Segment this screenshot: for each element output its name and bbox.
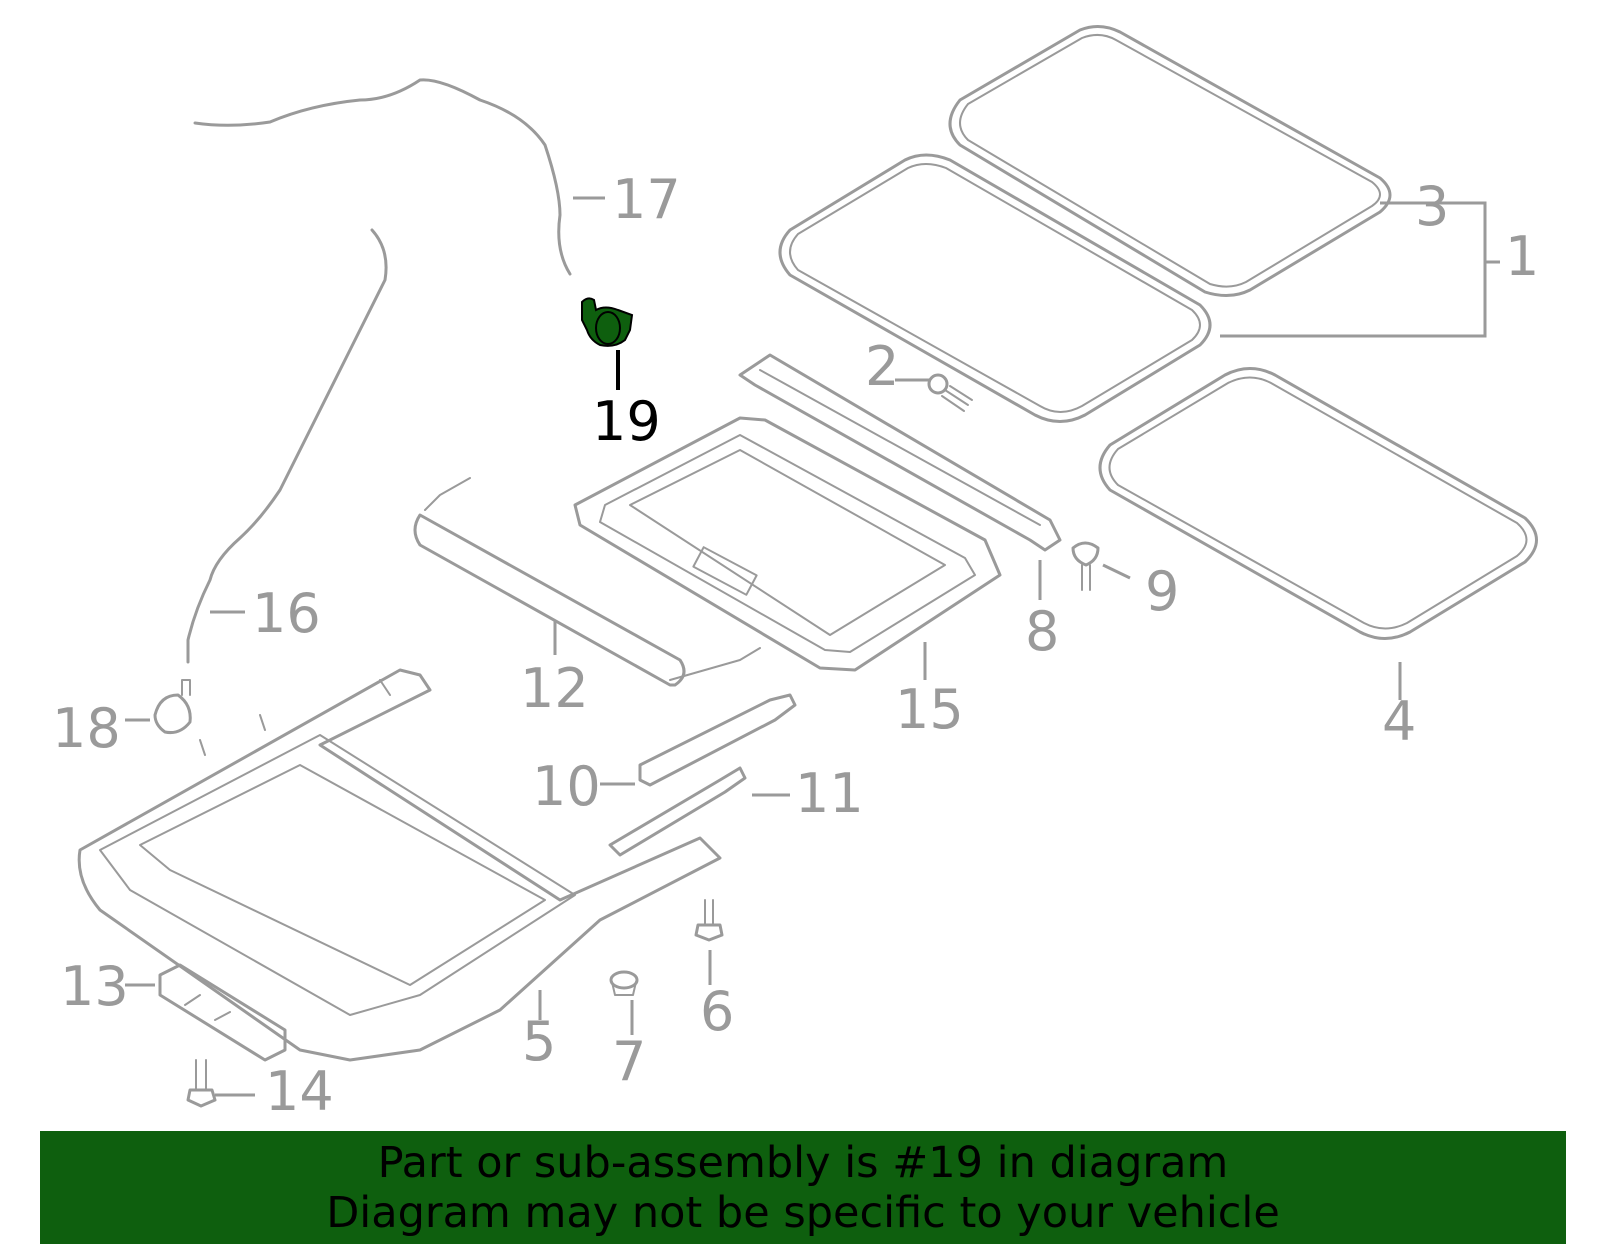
callout-3: 3 [1415, 175, 1449, 238]
part-1-seal-panel [778, 153, 1212, 423]
callout-1: 1 [1505, 225, 1539, 288]
part-19-grommet [581, 297, 634, 347]
info-banner: Part or sub-assembly is #19 in diagram D… [40, 1131, 1566, 1244]
part-8-rail [738, 353, 1062, 552]
callout-15: 15 [895, 678, 964, 741]
part-11-rail [608, 766, 747, 857]
part-10-rail [638, 693, 797, 787]
part-6-bolt [694, 899, 724, 942]
callout-5: 5 [522, 1010, 556, 1073]
callout-16: 16 [252, 582, 321, 645]
callout-18: 18 [52, 697, 121, 760]
part-5-main-frame [77, 668, 722, 1062]
part-15-frame [573, 416, 1002, 672]
part-18-connector [153, 679, 192, 734]
callout-2: 2 [865, 335, 899, 398]
callout-17: 17 [612, 168, 681, 231]
callout-8: 8 [1025, 600, 1059, 663]
banner-line-1: Part or sub-assembly is #19 in diagram [377, 1137, 1229, 1188]
callout-11: 11 [795, 762, 864, 825]
part-7-nut [609, 970, 639, 996]
callout-19: 19 [592, 390, 661, 453]
callout-6: 6 [700, 980, 734, 1043]
part-4-rear-glass [1098, 367, 1538, 640]
callout-12: 12 [520, 657, 589, 720]
part-3-glass-panel [948, 25, 1392, 297]
part-13-motor [158, 963, 287, 1062]
part-16-drain-hose [186, 228, 388, 664]
callout-14: 14 [265, 1060, 334, 1123]
part-9-screw [1071, 541, 1100, 591]
callout-4: 4 [1382, 690, 1416, 753]
part-2-bolt [927, 373, 973, 412]
callout-labels: 1 2 3 4 5 6 7 8 9 10 11 12 13 14 15 16 1… [52, 168, 1539, 1123]
callout-9: 9 [1145, 560, 1179, 623]
part-12-shade-bar [413, 477, 761, 687]
part-14-bolt [186, 1059, 217, 1108]
callout-13: 13 [60, 955, 129, 1018]
leader-lines [125, 196, 1500, 1097]
banner-line-2: Diagram may not be specific to your vehi… [326, 1187, 1280, 1238]
part-17-drain-hose [193, 78, 572, 276]
callout-7: 7 [612, 1030, 646, 1093]
callout-10: 10 [532, 755, 601, 818]
